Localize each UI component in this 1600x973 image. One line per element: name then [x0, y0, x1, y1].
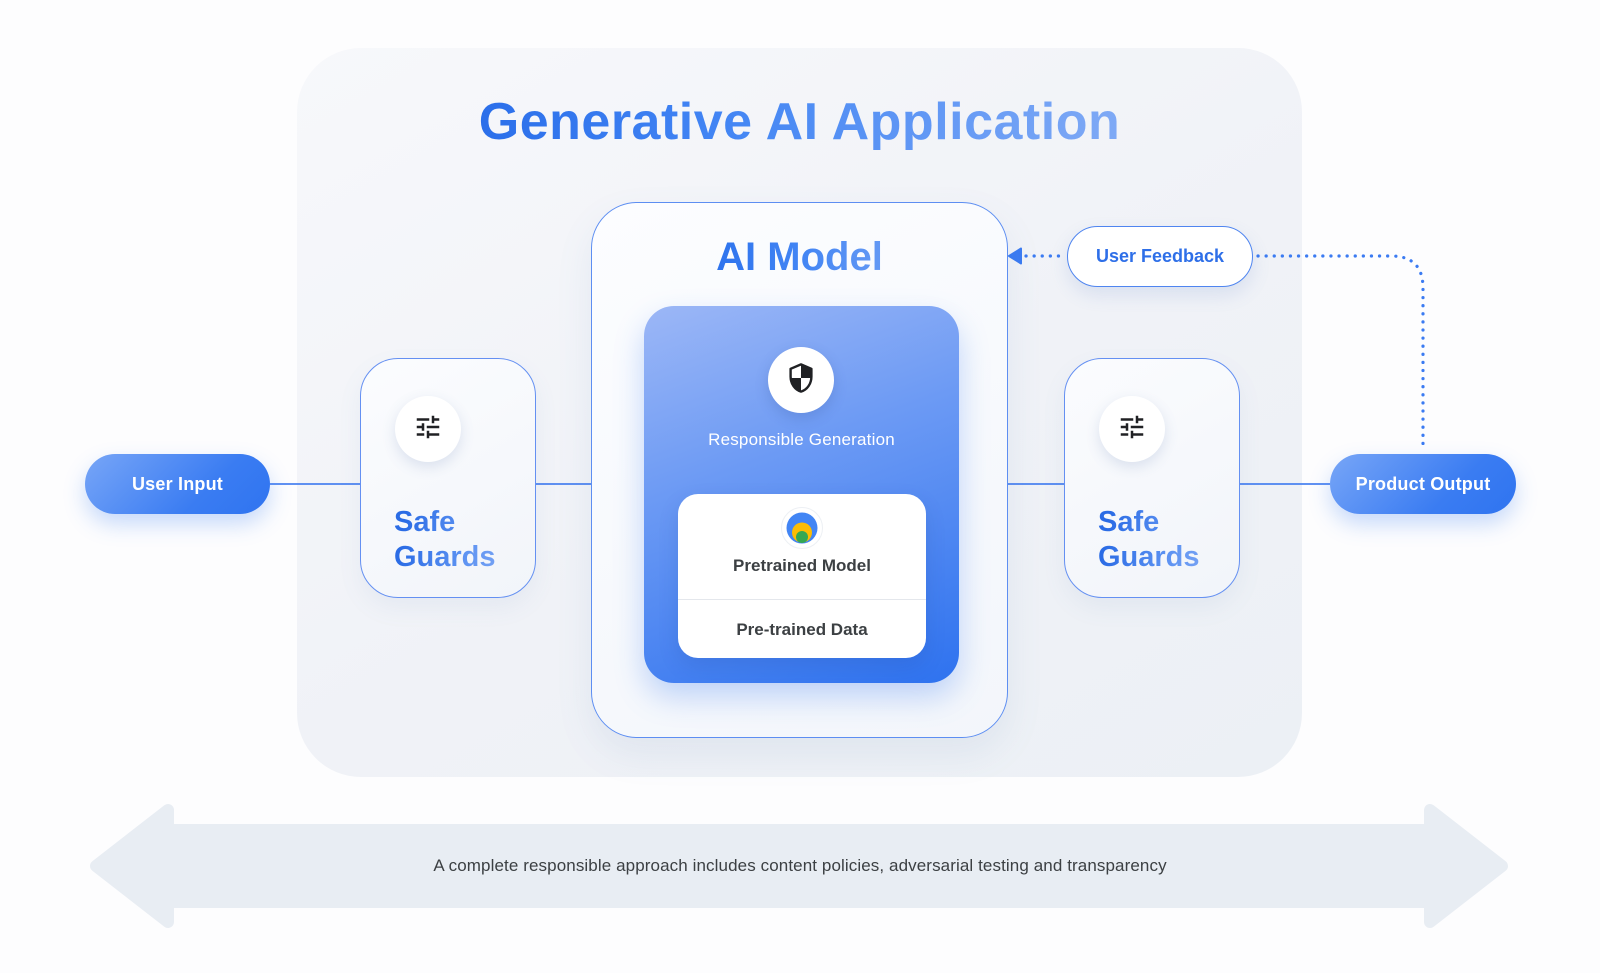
responsible-generation-box: Responsible Generation Pretrained Model … — [644, 306, 959, 683]
banner-double-arrow — [90, 804, 1508, 928]
tune-icon — [1117, 412, 1147, 447]
product-output-pill: Product Output — [1330, 454, 1516, 514]
pretrained-model-label: Pretrained Model — [733, 556, 871, 575]
safeguards-label-left: Safe Guards — [394, 505, 516, 575]
feedback-arrowhead-icon — [1008, 247, 1022, 265]
user-input-label: User Input — [131, 473, 223, 494]
ai-model-box: AI Model Responsible Gener — [591, 202, 1008, 738]
tune-icon-circle-left — [395, 396, 461, 462]
pretrained-data-label: Pre-trained Data — [736, 620, 868, 639]
shield-icon-circle — [768, 347, 834, 413]
user-input-pill: User Input — [85, 454, 270, 514]
responsible-generation-label: Responsible Generation — [708, 430, 895, 449]
banner-text: A complete responsible approach includes… — [433, 856, 1167, 875]
shield-icon — [785, 362, 817, 399]
user-feedback-pill: User Feedback — [1067, 226, 1253, 287]
product-output-label: Product Output — [1355, 473, 1491, 494]
pretrained-model-card: Pretrained Model Pre-trained Data — [678, 494, 926, 658]
safeguards-box-left: Safe Guards — [360, 358, 536, 598]
application-title: Generative AI Application — [297, 92, 1302, 156]
nested-circles-icon — [780, 506, 824, 550]
tune-icon-circle-right — [1099, 396, 1165, 462]
card-divider — [678, 599, 926, 600]
safeguards-label-right: Safe Guards — [1098, 505, 1220, 575]
user-feedback-label: User Feedback — [1095, 246, 1225, 266]
tune-icon — [413, 412, 443, 447]
safeguards-box-right: Safe Guards — [1064, 358, 1240, 598]
ai-model-title: AI Model — [592, 235, 1007, 280]
feedback-dotted-right — [1256, 254, 1425, 452]
